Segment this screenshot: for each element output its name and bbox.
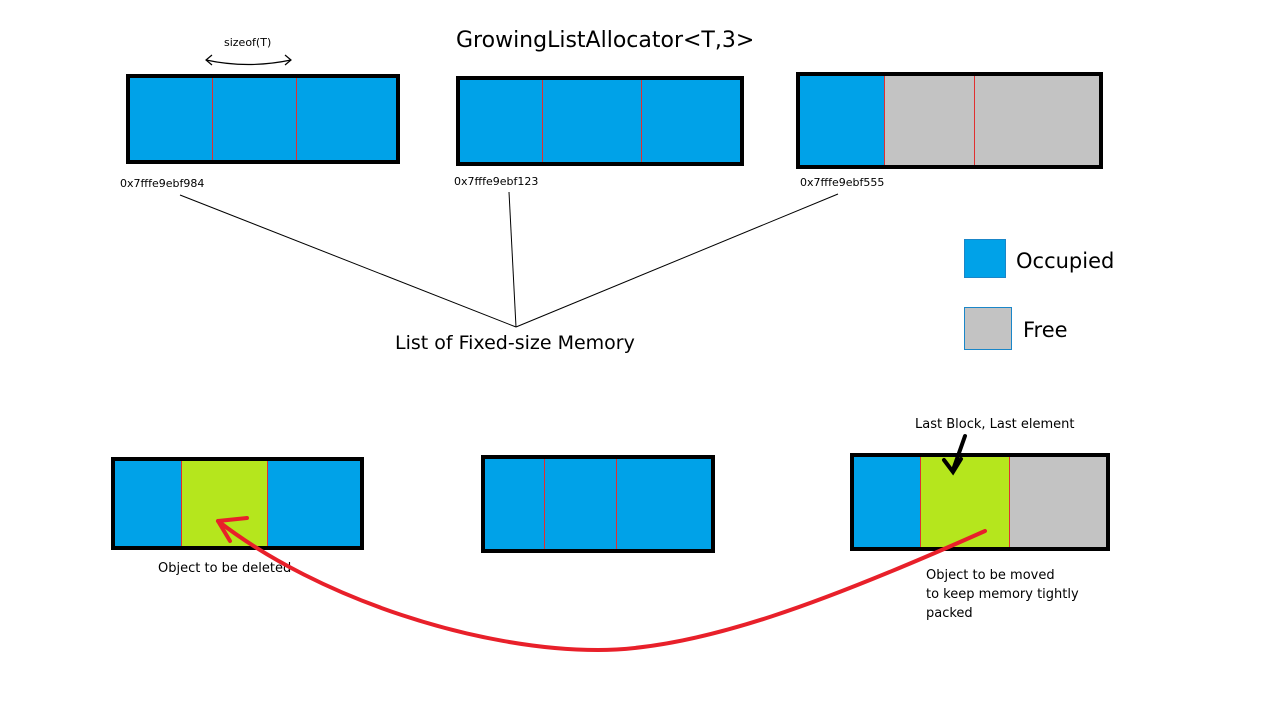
cell-occupied (267, 461, 360, 546)
move-arrow (216, 516, 987, 652)
cell-occupied (485, 459, 544, 549)
move-label-line-1: Object to be moved (926, 568, 1055, 583)
cell-occupied (616, 459, 711, 549)
sizeof-label: sizeof(T) (224, 36, 272, 49)
cell-free (974, 76, 1099, 165)
cell-occupied (800, 76, 884, 165)
legend-swatch-occupied (964, 239, 1006, 278)
cell-occupied (115, 461, 181, 546)
memory-block-2 (456, 76, 744, 166)
memory-block-1 (126, 74, 400, 164)
legend-swatch-free (964, 307, 1012, 350)
last-block-label: Last Block, Last element (915, 417, 1075, 432)
cell-occupied (544, 459, 616, 549)
cell-occupied (854, 457, 920, 547)
diagram-title: GrowingListAllocator<T,3> (456, 28, 755, 53)
address-label-1: 0x7fffe9ebf984 (120, 177, 205, 190)
list-label: List of Fixed-size Memory (395, 332, 635, 354)
memory-block-bottom-3 (850, 453, 1110, 551)
cell-occupied (130, 78, 212, 160)
cell-occupied (542, 80, 641, 162)
delete-label: Object to be deleted (158, 561, 292, 576)
sizeof-double-arrow (205, 54, 292, 66)
cell-free (884, 76, 974, 165)
last-element-arrow (942, 434, 967, 476)
memory-block-bottom-2 (481, 455, 715, 553)
address-label-2: 0x7fffe9ebf123 (454, 175, 539, 188)
legend-label-occupied: Occupied (1016, 249, 1115, 273)
cell-occupied (460, 80, 542, 162)
memory-block-bottom-1 (111, 457, 364, 550)
connector-lines (179, 191, 839, 328)
legend-label-free: Free (1023, 318, 1068, 342)
move-label-line-3: packed (926, 606, 973, 621)
cell-free (1009, 457, 1106, 547)
cell-occupied (641, 80, 740, 162)
cell-last-element (920, 457, 1009, 547)
cell-occupied (212, 78, 296, 160)
address-label-3: 0x7fffe9ebf555 (800, 176, 885, 189)
memory-block-3 (796, 72, 1103, 169)
cell-occupied (296, 78, 396, 160)
move-label-line-2: to keep memory tightly (926, 587, 1079, 602)
